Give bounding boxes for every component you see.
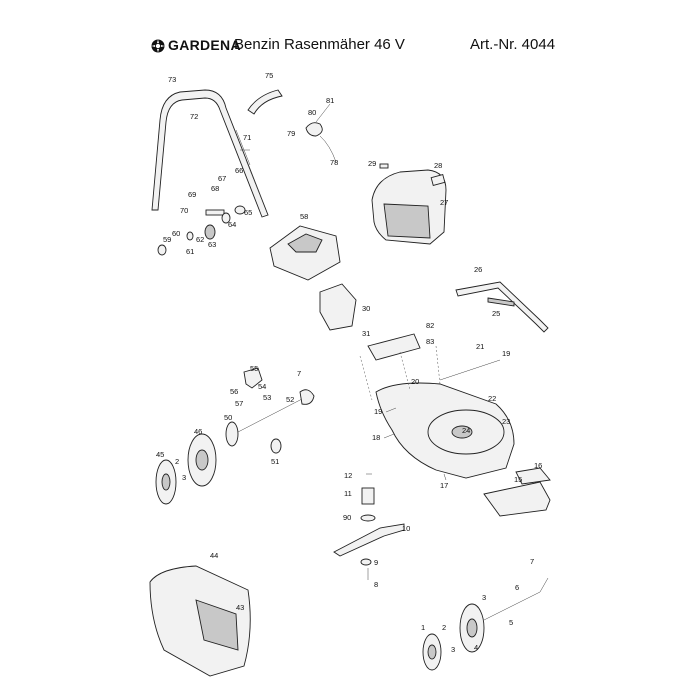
part-label-67: 67 [218,174,226,183]
part-label-54: 54 [258,382,266,391]
part-label-53: 53 [263,393,271,402]
part-label-20: 20 [411,377,419,386]
front-bumper-drawing [483,467,551,517]
part-label-3c: 3 [451,645,455,654]
blade-assembly-drawing [333,487,405,580]
front-wheel-right-drawing [422,577,549,671]
part-label-72: 72 [190,112,198,121]
part-label-17: 17 [440,481,448,490]
bracket-drawing [367,333,421,361]
part-label-23: 23 [502,417,510,426]
part-label-7b: 7 [530,557,534,566]
part-label-29: 29 [368,159,376,168]
handle-wheels-drawing [157,205,246,256]
part-label-56: 56 [230,387,238,396]
part-label-60: 60 [172,229,180,238]
part-label-19a: 19 [502,349,510,358]
part-label-78: 78 [330,158,338,167]
product-title: Benzin Rasenmäher 46 V [234,36,405,53]
part-label-3b: 3 [482,593,486,602]
part-label-21: 21 [476,342,484,351]
rear-flap-drawing [319,283,357,331]
part-label-79: 79 [287,129,295,138]
part-label-64: 64 [228,220,236,229]
part-label-9: 9 [374,558,378,567]
part-label-71: 71 [243,133,251,142]
part-label-6: 6 [515,583,519,592]
gardena-logo-icon [151,39,165,53]
part-label-15: 15 [514,475,522,484]
part-label-81: 81 [326,96,334,105]
part-number-labels: 73 72 75 81 80 79 78 71 66 67 68 69 70 6… [156,71,542,654]
header: GARDENA Benzin Rasenmäher 46 V Art.-Nr. … [0,0,700,70]
part-label-44: 44 [210,551,218,560]
part-label-8: 8 [374,580,378,589]
part-label-52: 52 [286,395,294,404]
handle-assembly-drawing [151,89,337,218]
part-label-57: 57 [235,399,243,408]
part-label-62: 62 [196,235,204,244]
part-label-16: 16 [534,461,542,470]
part-label-18: 18 [372,433,380,442]
part-label-5: 5 [509,618,513,627]
engine-cover-drawing [269,225,341,281]
part-label-58: 58 [300,212,308,221]
part-label-80: 80 [308,108,316,117]
article-number: Art.-Nr. 4044 [470,36,556,53]
part-label-7a: 7 [297,369,301,378]
part-label-2a: 2 [175,457,179,466]
part-label-11: 11 [344,489,352,498]
engine-drawing [371,163,447,245]
part-label-69: 69 [188,190,196,199]
grass-catcher-drawing [149,565,251,677]
part-label-83: 83 [426,337,434,346]
part-label-3a: 3 [182,473,186,482]
part-label-90: 90 [343,513,351,522]
part-label-46: 46 [194,427,202,436]
part-label-43: 43 [236,603,244,612]
handle-bar-drawing [455,281,549,333]
part-label-70: 70 [180,206,188,215]
part-label-75: 75 [265,71,273,80]
part-label-68: 68 [211,184,219,193]
part-label-27: 27 [440,198,448,207]
part-label-55: 55 [250,364,258,373]
part-label-2b: 2 [442,623,446,632]
part-label-26: 26 [474,265,482,274]
part-label-51: 51 [271,457,279,466]
part-label-73: 73 [168,75,176,84]
part-label-30: 30 [362,304,370,313]
part-label-12: 12 [344,471,352,480]
part-label-4: 4 [474,643,478,652]
brand-logo-text: GARDENA [168,37,241,53]
part-label-50: 50 [224,413,232,422]
part-label-65: 65 [244,208,252,217]
part-label-22: 22 [488,394,496,403]
rear-wheel-left-drawing [155,367,315,505]
part-label-1: 1 [421,623,425,632]
fasteners-drawing [240,149,447,481]
part-label-82: 82 [426,321,434,330]
part-label-66: 66 [235,166,243,175]
part-label-28: 28 [434,161,442,170]
part-label-24: 24 [462,426,470,435]
part-label-25: 25 [492,309,500,318]
part-label-10: 10 [402,524,410,533]
mower-deck-drawing [359,345,515,479]
part-label-19b: 19 [374,407,382,416]
part-label-45: 45 [156,450,164,459]
part-label-63: 63 [208,240,216,249]
part-label-59: 59 [163,235,171,244]
part-label-61: 61 [186,247,194,256]
part-label-31: 31 [362,329,370,338]
